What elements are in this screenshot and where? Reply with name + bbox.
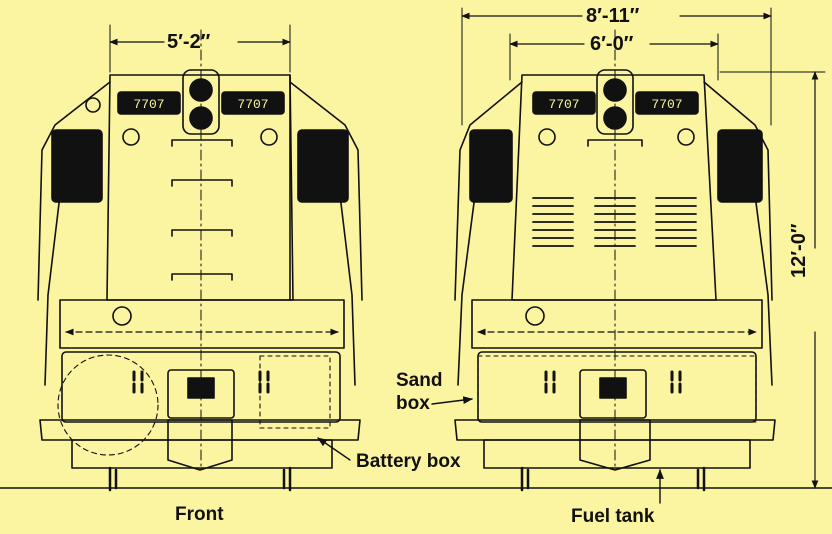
front-view: 7707 7707 xyxy=(37,24,363,492)
front-snowplow xyxy=(167,419,233,471)
front-caption: Front xyxy=(175,504,224,525)
front-number-board-left xyxy=(117,91,181,115)
rear-class-light-right-icon xyxy=(677,128,695,146)
front-coupler-knuckle xyxy=(187,377,215,399)
front-pilot xyxy=(61,351,341,423)
front-nose-steps xyxy=(171,139,233,281)
front-cab-sides xyxy=(37,81,363,301)
fuel-tank-caption: Fuel tank xyxy=(571,506,655,527)
front-bell-icon xyxy=(112,306,132,326)
rear-number-board-left xyxy=(532,91,596,115)
front-window-right xyxy=(297,129,349,203)
rear-deck xyxy=(471,299,763,349)
sand-box-label-line2: box xyxy=(396,393,430,414)
rear-number-left: 7707 xyxy=(548,97,579,112)
rear-coupler-knuckle xyxy=(599,377,627,399)
front-anticlimber xyxy=(39,419,361,441)
rear-view: 7707 7707 xyxy=(454,7,826,492)
front-number-board-right xyxy=(221,91,285,115)
rear-class-light-left-icon xyxy=(538,128,556,146)
rear-window-right xyxy=(717,129,763,203)
rear-bell-icon xyxy=(525,306,545,326)
rear-hood-width-label: 6′-0″ xyxy=(590,33,634,55)
front-cab-width-label: 5′-2″ xyxy=(167,31,211,53)
rear-overall-width-label: 8′-11″ xyxy=(586,5,640,27)
front-grab-irons xyxy=(44,194,356,386)
front-fuel-tank xyxy=(71,439,333,469)
battery-box-leader xyxy=(317,437,351,461)
rear-fuel-tank xyxy=(483,439,751,469)
rear-coupler-pocket xyxy=(579,369,647,419)
rear-window-left xyxy=(469,129,513,203)
rear-number-right: 7707 xyxy=(651,97,682,112)
battery-box-label: Battery box xyxy=(356,451,461,472)
rear-sand-box-outline xyxy=(477,355,757,423)
rear-snowplow xyxy=(579,419,651,471)
sand-box-label-line1: Sand xyxy=(396,370,443,391)
rear-number-board-right xyxy=(635,91,699,115)
front-class-light-left-icon xyxy=(122,128,140,146)
rear-anticlimber xyxy=(454,419,776,441)
front-battery-box-outline xyxy=(57,354,159,456)
front-number-right: 7707 xyxy=(237,97,268,112)
front-deck xyxy=(59,299,345,349)
sand-box-leader xyxy=(431,396,473,405)
height-label: 12′-0″ xyxy=(788,223,810,278)
front-horn-icon xyxy=(85,97,101,113)
front-number-left: 7707 xyxy=(133,97,164,112)
front-coupler-pocket xyxy=(167,369,235,419)
front-class-light-right-icon xyxy=(260,128,278,146)
front-window-left xyxy=(51,129,103,203)
